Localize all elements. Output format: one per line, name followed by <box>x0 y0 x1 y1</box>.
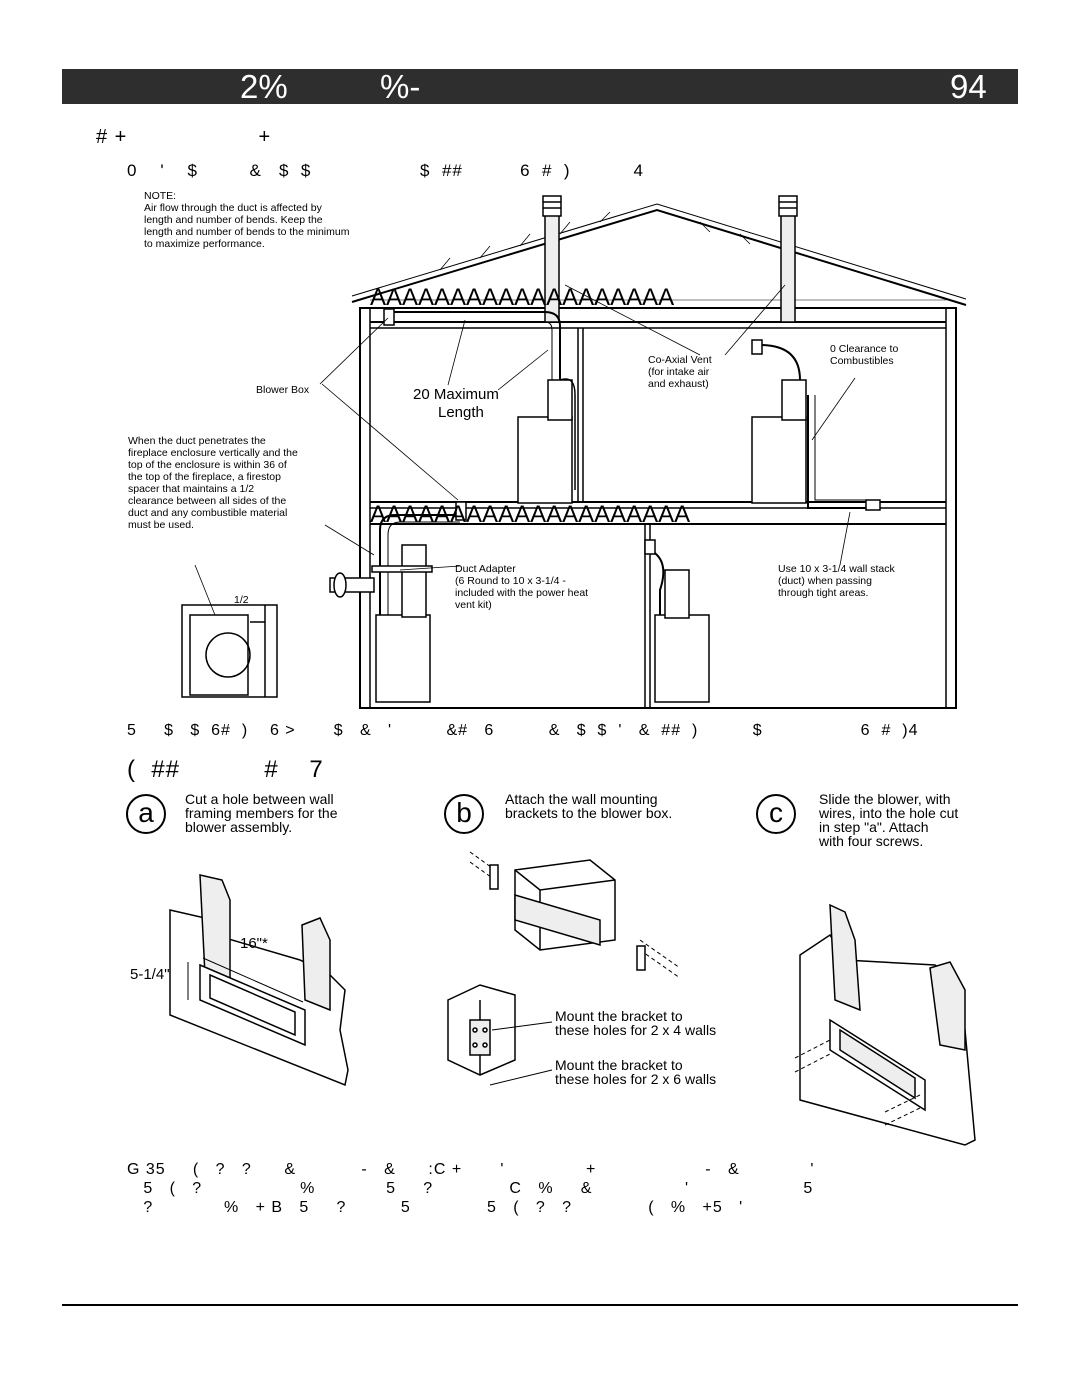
penetration-note-8: must be used. <box>128 519 194 531</box>
penetration-note-7: duct and any combustible material <box>128 507 288 519</box>
note-heading: NOTE: <box>144 190 177 202</box>
page-number: 94 <box>950 68 987 105</box>
penetration-note-5: spacer that maintains a 1/2 <box>128 483 255 495</box>
penetration-note-1: When the duct penetrates the <box>128 435 266 447</box>
step-b-text-2: brackets to the blower box. <box>505 805 673 821</box>
co-axial-label-1: Co-Axial Vent <box>648 354 712 366</box>
install-title: ( ## # 7 <box>127 756 324 783</box>
footer-rule <box>62 1304 1018 1306</box>
header-title-left: 2% <box>240 68 288 105</box>
dimension-width: 16"* <box>240 935 268 952</box>
wall-stack-label-3: through tight areas. <box>778 587 869 599</box>
duct-adapter-label-3: included with the power heat <box>455 587 589 599</box>
clearance-label-2: Combustibles <box>830 355 894 367</box>
step-c-marker: c <box>756 794 796 834</box>
note-line-3: length and number of bends to the minimu… <box>144 226 350 238</box>
step-a-text-3: blower assembly. <box>185 819 293 835</box>
wall-stack-label-2: (duct) when passing <box>778 575 872 587</box>
step-a-text-2: framing members for the <box>185 805 338 821</box>
step-b-text-1: Attach the wall mounting <box>505 791 658 807</box>
floor-hatch: AAAAAAAAAAAAAAAAAAAA <box>370 501 690 528</box>
bracket-note-2x4-line-2: these holes for 2 x 4 walls <box>555 1022 717 1038</box>
co-axial-label-3: and exhaust) <box>648 378 709 390</box>
note-line-1: Air flow through the duct is affected by <box>144 202 322 214</box>
duct-adapter-label-2: (6 Round to 10 x 3-1/4 - <box>455 575 566 587</box>
max-length-label-1: 20 Maximum <box>413 386 499 403</box>
figure-caption-bottom: 5 $ $ 6# ) 6 > $ & ' &# 6 & $ $ ' & ## )… <box>127 722 919 739</box>
max-length-label-2: Length <box>438 404 484 421</box>
step-c-text-1: Slide the blower, with <box>819 791 951 807</box>
header-bar <box>62 69 1018 104</box>
footnote-line-2: 5 ( ? % 5 ? C % & ' 5 <box>127 1180 814 1197</box>
step-c-text-3: in step "a". Attach <box>819 819 929 835</box>
penetration-note-2: fireplace enclosure vertically and the <box>128 447 298 459</box>
note-line-4: to maximize performance. <box>144 238 265 250</box>
footnote-line-1: G 35 ( ? ? & - & :C + ' + - & ' <box>127 1161 815 1178</box>
section-title: # + + <box>96 126 272 148</box>
clearance-label-1: 0 Clearance to <box>830 343 899 355</box>
bracket-note-2x4-line-1: Mount the bracket to <box>555 1008 683 1024</box>
header-title-mid: %- <box>380 68 421 105</box>
duct-adapter-label-1: Duct Adapter <box>455 563 516 575</box>
duct-adapter-label-4: vent kit) <box>455 599 492 611</box>
blower-box-label: Blower Box <box>256 384 310 396</box>
note-line-2: length and number of bends. Keep the <box>144 214 323 226</box>
wall-stack-label-1: Use 10 x 3-1/4 wall stack <box>778 563 895 575</box>
half-inch-label: 1/2 <box>234 594 249 606</box>
step-c-text-4: with four screws. <box>819 833 924 849</box>
co-axial-label-2: (for intake air <box>648 366 710 378</box>
step-b-marker: b <box>444 794 484 834</box>
step-c-text-2: wires, into the hole cut <box>819 805 959 821</box>
step-a-text-1: Cut a hole between wall <box>185 791 334 807</box>
penetration-note-4: the top of the fireplace, a firestop <box>128 471 281 483</box>
bracket-note-2x6-line-1: Mount the bracket to <box>555 1057 683 1073</box>
bracket-note-2x6-line-2: these holes for 2 x 6 walls <box>555 1071 717 1087</box>
roof-hatch-upper: AAAAAAAAAAAAAAAAAAA <box>370 284 674 311</box>
penetration-note-3: top of the enclosure is within 36 of <box>128 459 287 471</box>
step-a-marker: a <box>126 794 166 834</box>
figure-caption-top: 0 ' $ & $ $ $ ## 6 # ) 4 <box>127 161 644 180</box>
penetration-note-6: clearance between all sides of the <box>128 495 287 507</box>
footnote-line-3: ? % + B 5 ? 5 5 ( ? ? ( % +5 ' <box>127 1199 744 1216</box>
dimension-height: 5-1/4" <box>130 966 170 983</box>
